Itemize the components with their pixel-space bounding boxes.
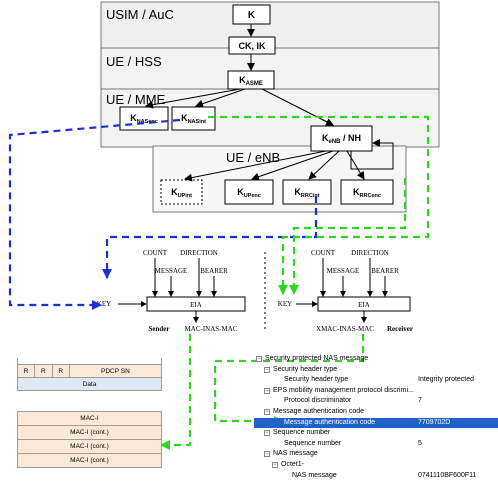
tree-label: Sequence number	[284, 439, 342, 447]
pdcp-r-bit-3: R	[51, 364, 70, 378]
key-kenb-node: KeNB / NH	[310, 125, 373, 152]
key-knasint-node: KNASint	[171, 106, 216, 131]
key-ck-ik-label: CK, IK	[239, 41, 267, 51]
expand-toggle-icon[interactable]: −	[264, 408, 270, 415]
tree-leaf[interactable]: Security header type Integrity protected	[254, 375, 498, 386]
receiver-input-message: MESSAGE	[327, 267, 360, 275]
tree-label: Security header type	[284, 376, 349, 384]
receiver-input-bearer: BEARER	[371, 267, 399, 275]
blue-dashed-krrcint-flow	[102, 196, 318, 279]
tree-label: Octet1-	[281, 460, 304, 468]
receiver-key-label: KEY	[278, 300, 292, 308]
tree-label: Sequence number	[273, 429, 331, 437]
tree-value: 5	[418, 439, 422, 447]
tree-node[interactable]: − Security header type	[254, 365, 498, 376]
sender-eia-block: COUNT DIRECTION MESSAGE BEARER KEY EIA S…	[97, 249, 246, 333]
tree-label: EPS mobility management protocol discrim…	[273, 386, 414, 394]
receiver-input-count: COUNT	[311, 249, 336, 257]
sender-input-bearer: BEARER	[200, 267, 228, 275]
sender-input-direction: DIRECTION	[180, 249, 218, 257]
blue-dashed-key-flow	[8, 118, 181, 310]
key-kasme-label: KASME	[239, 75, 263, 87]
tree-node[interactable]: − Message authentication code	[254, 407, 498, 418]
green-dashed-krrcint-flow	[289, 178, 407, 295]
layer-label-ue-mme: UE / MME	[106, 92, 166, 107]
tree-node[interactable]: − NAS message	[254, 449, 498, 460]
tree-label: Message authentication code	[284, 418, 376, 426]
mac-i-row: MAC-I (cont.)	[17, 453, 162, 468]
key-knasenc-label: KNASenc	[130, 113, 158, 125]
sender-caption: Sender	[149, 325, 170, 333]
key-krrcenc-node: KRRCenc	[340, 179, 394, 205]
expand-toggle-icon[interactable]: −	[264, 430, 270, 437]
key-k-node: K	[232, 4, 271, 25]
sender-output-label: MAC-INAS-MAC	[185, 325, 238, 333]
key-kupenc-label: KUPenc	[237, 187, 261, 199]
nas-decode-tree: − Security protected NAS message − Secur…	[254, 354, 498, 481]
tree-leaf[interactable]: Protocol discriminator 7	[254, 396, 498, 407]
tree-value: 0741110BF600F11	[418, 471, 477, 479]
key-kenb-label: KeNB / NH	[322, 133, 361, 145]
mac-i-row: MAC-I (cont.)	[17, 439, 162, 454]
pdcp-r-bit-1: R	[16, 364, 36, 378]
tree-label: NAS message	[292, 471, 337, 479]
tree-node[interactable]: − Security protected NAS message	[254, 354, 498, 365]
layer-label-ue-hss: UE / HSS	[106, 54, 162, 69]
tree-label: Security header type	[273, 365, 338, 373]
key-kupint-node: KUPint	[160, 179, 203, 205]
key-krrcenc-label: KRRCenc	[353, 187, 381, 199]
tree-node[interactable]: − Sequence number	[254, 428, 498, 439]
pdcp-r-bit-2: R	[34, 364, 53, 378]
key-ck-ik-node: CK, IK	[228, 36, 276, 55]
tree-label: Protocol discriminator	[284, 397, 352, 405]
mac-i-row: MAC-I	[17, 411, 162, 426]
key-knasint-label: KNASint	[181, 113, 206, 125]
tree-value: 7	[418, 397, 422, 405]
key-kasme-node: KASME	[227, 70, 275, 90]
layer-label-ue-enb: UE / eNB	[226, 150, 280, 165]
receiver-input-direction: DIRECTION	[351, 249, 389, 257]
green-dashed-xmac-to-nas-flow	[213, 334, 365, 426]
green-dashed-knasint-flow	[208, 115, 430, 295]
receiver-caption: Receiver	[387, 325, 413, 333]
mac-i-row: MAC-I (cont.)	[17, 425, 162, 440]
receiver-eia-block: COUNT DIRECTION MESSAGE BEARER KEY EIA X…	[278, 249, 413, 333]
expand-toggle-icon[interactable]: −	[264, 366, 270, 373]
mac-i-table: MAC-I MAC-I (cont.) MAC-I (cont.) MAC-I …	[17, 411, 162, 468]
pdcp-sn-field: PDCP SN	[68, 364, 163, 378]
tree-node[interactable]: − EPS mobility management protocol discr…	[254, 386, 498, 397]
tree-leaf-selected[interactable]: Message authentication code 7709702D	[254, 417, 498, 429]
key-krrcint-node: KRRCint	[282, 179, 332, 205]
expand-toggle-icon[interactable]: −	[272, 461, 278, 468]
key-kupint-label: KUPint	[171, 187, 192, 199]
sender-input-message: MESSAGE	[155, 267, 188, 275]
key-krrcint-label: KRRCint	[294, 187, 319, 199]
tree-value: 7709702D	[418, 418, 451, 426]
tree-label: NAS message	[273, 450, 318, 458]
tree-value: Integrity protected	[418, 376, 475, 384]
green-dashed-mac-to-pdu-flow	[160, 334, 192, 450]
expand-toggle-icon[interactable]: −	[256, 356, 262, 362]
tree-leaf[interactable]: NAS message 0741110BF600F11	[254, 471, 498, 482]
tree-label: Message authentication code	[273, 407, 365, 415]
tree-leaf[interactable]: Sequence number 5	[254, 439, 498, 450]
expand-toggle-icon[interactable]: −	[264, 451, 270, 458]
sender-key-label: KEY	[97, 300, 111, 308]
derivation-arrows	[145, 24, 394, 182]
receiver-eia-label: EIA	[358, 301, 370, 309]
key-kupenc-node: KUPenc	[224, 179, 274, 205]
tree-node[interactable]: − Octet1-	[254, 460, 498, 471]
tree-label: Security protected NAS message	[265, 355, 369, 362]
key-knasenc-node: KNASenc	[119, 106, 169, 131]
sender-eia-label: EIA	[190, 301, 202, 309]
expand-toggle-icon[interactable]: −	[264, 387, 270, 394]
pdcp-data-field: Data	[17, 377, 162, 391]
pdcp-pdu-header: R R R PDCP SN Data	[16, 358, 163, 391]
layer-label-usim-auc: USIM / AuC	[106, 7, 174, 22]
key-k-label: K	[248, 10, 256, 21]
sender-input-count: COUNT	[143, 249, 168, 257]
receiver-output-label: XMAC-INAS-MAC	[316, 325, 374, 333]
